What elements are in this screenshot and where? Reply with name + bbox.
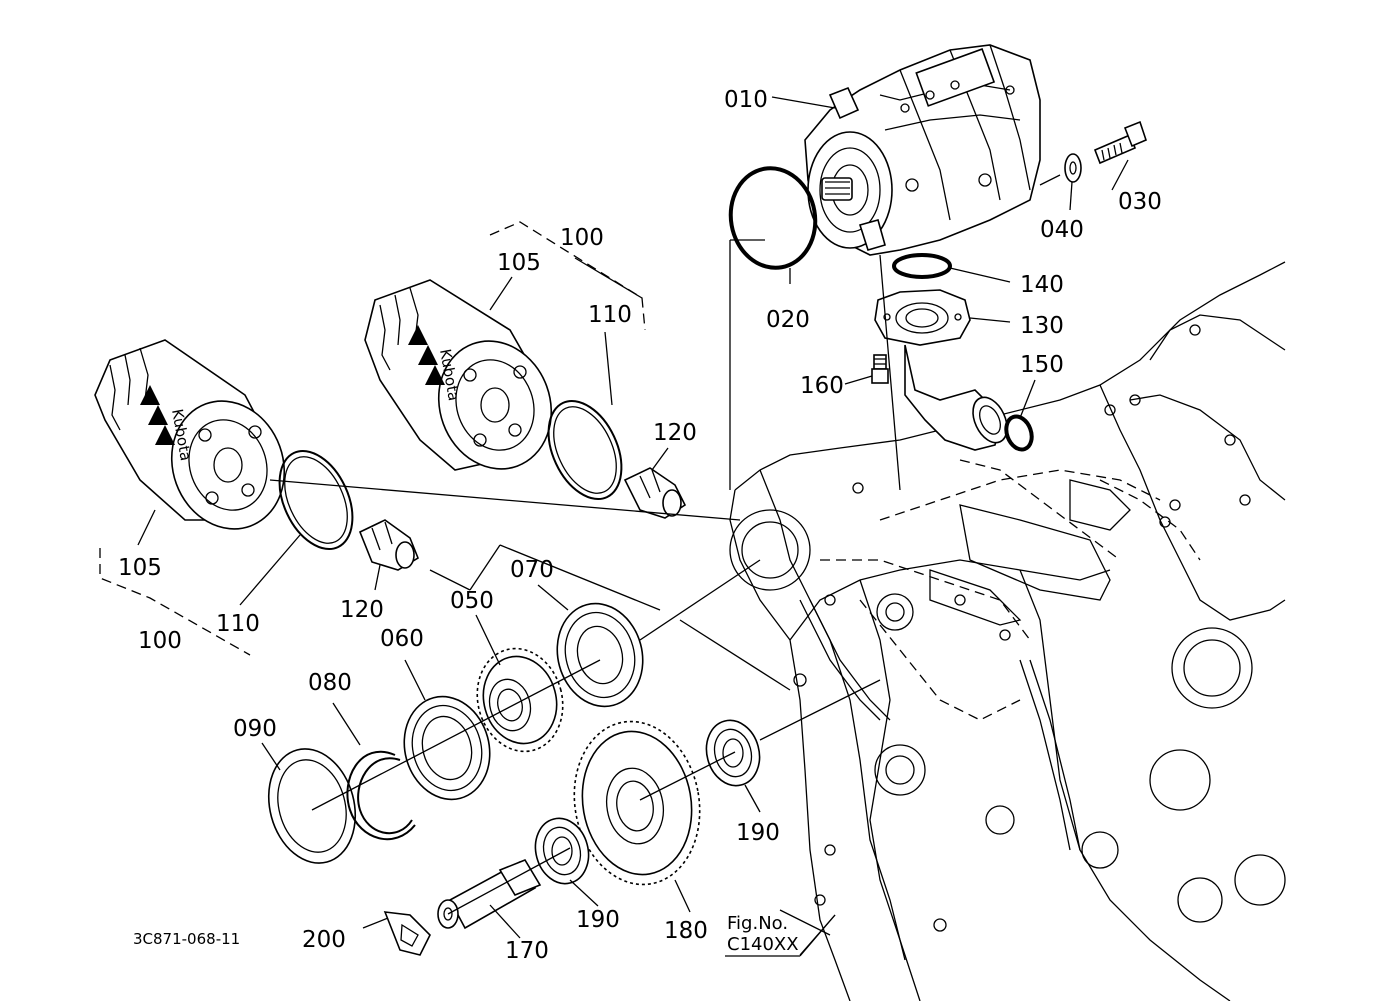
part-label-110-lower: 110 — [216, 611, 260, 637]
group-bracket-100-upper — [489, 221, 646, 331]
gasket-110-rear — [547, 399, 623, 501]
part-label-120-lower: 120 — [340, 597, 384, 623]
flange-130 — [874, 289, 1008, 451]
part-label-080: 080 — [308, 670, 352, 696]
part-label-105-lower: 105 — [118, 555, 162, 581]
fitting-160 — [871, 354, 889, 384]
leader-lines — [137, 96, 1129, 956]
part-label-040: 040 — [1040, 217, 1084, 243]
oil-filter-front: Kubota — [94, 339, 286, 530]
snap-ring-080 — [346, 750, 416, 841]
figure-number-label: Fig.No. — [727, 913, 788, 934]
bolt-030 — [1093, 120, 1147, 165]
thrust-washer-090 — [267, 748, 357, 864]
part-label-140: 140 — [1020, 272, 1064, 298]
part-label-150: 150 — [1020, 352, 1064, 378]
part-label-020: 020 — [766, 307, 810, 333]
figure-number-block: Fig.No. C140XX — [725, 913, 836, 957]
part-label-190-upper: 190 — [736, 820, 780, 846]
lock-plate-200 — [383, 911, 431, 956]
transmission-case — [729, 261, 1286, 1001]
part-label-200: 200 — [302, 927, 346, 953]
part-label-070: 070 — [510, 557, 554, 583]
nipple-120-rear — [623, 467, 687, 519]
part-label-130: 130 — [1020, 313, 1064, 339]
part-label-100-upper: 100 — [560, 225, 604, 251]
figure-number-value: C140XX — [727, 934, 799, 955]
part-label-120-upper: 120 — [653, 420, 697, 446]
part-label-110-upper: 110 — [588, 302, 632, 328]
part-label-030: 030 — [1118, 189, 1162, 215]
o-ring-020 — [728, 166, 818, 270]
o-ring-150 — [1004, 414, 1034, 452]
figure-code: 3C871-068-11 — [133, 930, 240, 948]
part-label-105-upper: 105 — [497, 250, 541, 276]
bearing-190-lower — [534, 817, 590, 885]
part-label-050: 050 — [450, 588, 494, 614]
part-label-010: 010 — [724, 87, 768, 113]
part-label-170: 170 — [505, 938, 549, 964]
part-label-190-lower: 190 — [576, 907, 620, 933]
nipple-120-front — [358, 519, 419, 571]
group-bracket-100-lower — [99, 548, 251, 656]
part-label-060: 060 — [380, 626, 424, 652]
oil-filter-rear: Kubota — [364, 279, 553, 471]
part-label-090: 090 — [233, 716, 277, 742]
part-label-100-lower: 100 — [138, 628, 182, 654]
washer-040 — [1064, 153, 1082, 183]
hydraulic-pump — [804, 44, 1041, 256]
bearing-070 — [556, 602, 644, 708]
shaft-170 — [437, 859, 542, 930]
callout-labels: 010 020 030 040 050 060 070 080 090 100 … — [118, 87, 1162, 964]
o-ring-140 — [892, 253, 952, 279]
gear-050 — [476, 647, 564, 753]
part-label-160: 160 — [800, 373, 844, 399]
gear-180 — [573, 720, 701, 886]
part-label-180: 180 — [664, 918, 708, 944]
